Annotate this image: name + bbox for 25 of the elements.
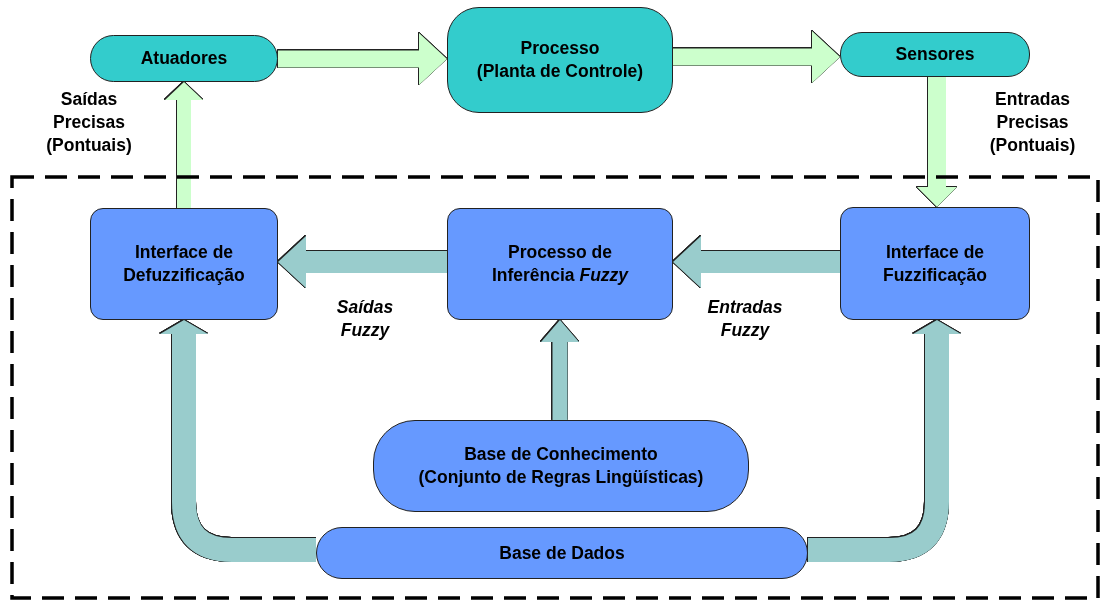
process-box (447, 208, 673, 320)
node-label: Base de Conhecimento (Conjunto de Regras Lingüísticas) (418, 443, 704, 489)
node-label: Base de Dados (499, 541, 625, 565)
block-arrow (160, 320, 316, 562)
rounded-box (840, 32, 1030, 77)
block-arrow (541, 320, 579, 420)
node-label: Sensores (895, 43, 975, 66)
process-box (90, 208, 278, 320)
rounded-box (90, 35, 278, 82)
block-arrow (278, 33, 447, 85)
block-arrow (165, 82, 203, 208)
block-arrow (278, 236, 447, 288)
node-label: Interface de Defuzzificação (123, 241, 245, 287)
dashed-boundary (10, 175, 1100, 600)
rounded-box (316, 527, 808, 579)
process-box (840, 207, 1030, 320)
block-arrow (673, 236, 840, 288)
node-label: Processo (Planta de Controle) (476, 37, 644, 83)
block-arrow (673, 31, 840, 83)
node-label: Processo de Inferência Fuzzy (491, 241, 629, 287)
process-box (447, 7, 673, 113)
node-label: Atuadores (140, 47, 228, 70)
block-arrow (917, 77, 957, 207)
block-arrow (808, 320, 961, 562)
node-label: Interface de Fuzzificação (882, 240, 988, 287)
